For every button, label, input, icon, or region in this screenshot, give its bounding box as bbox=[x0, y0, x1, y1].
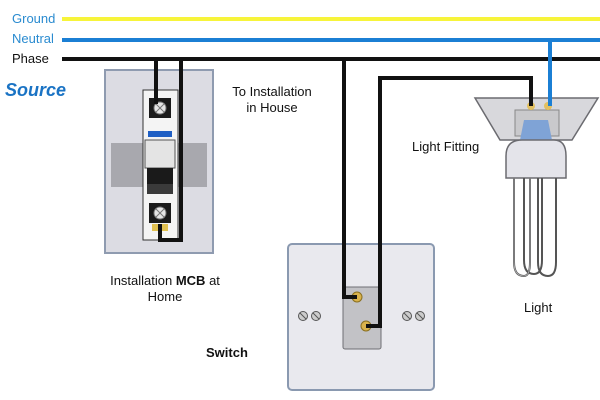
mcb-label: Installation MCB at Home bbox=[100, 273, 230, 305]
mcb-panel bbox=[104, 69, 214, 254]
mcb-output-wire bbox=[158, 59, 183, 242]
mcb-label-line-1: Installation MCB at bbox=[100, 273, 230, 289]
switch-label: Switch bbox=[206, 345, 248, 360]
source-label: Source bbox=[5, 80, 67, 100]
ground-label: Ground bbox=[12, 11, 56, 26]
to-installation-label: To Installation in House bbox=[222, 84, 322, 116]
to-installation-line-2: in House bbox=[246, 100, 298, 115]
phase-to-switch-wire bbox=[342, 59, 357, 299]
to-installation-line-1: To Installation bbox=[232, 84, 312, 99]
mcb-label-prefix: Installation bbox=[110, 273, 176, 288]
neutral-label: Neutral bbox=[12, 31, 54, 46]
switch-to-light-wire bbox=[366, 76, 533, 328]
light-label: Light bbox=[524, 300, 553, 315]
light-fitting bbox=[473, 97, 600, 141]
light-fitting-label: Light Fitting bbox=[412, 139, 480, 154]
mcb-label-suffix: at bbox=[205, 273, 220, 288]
light-switch bbox=[287, 243, 435, 391]
mcb-label-line-2: Home bbox=[147, 289, 183, 304]
mcb-label-bold: MCB bbox=[175, 273, 206, 288]
light-bulb bbox=[505, 139, 567, 278]
phase-label: Phase bbox=[12, 51, 49, 66]
